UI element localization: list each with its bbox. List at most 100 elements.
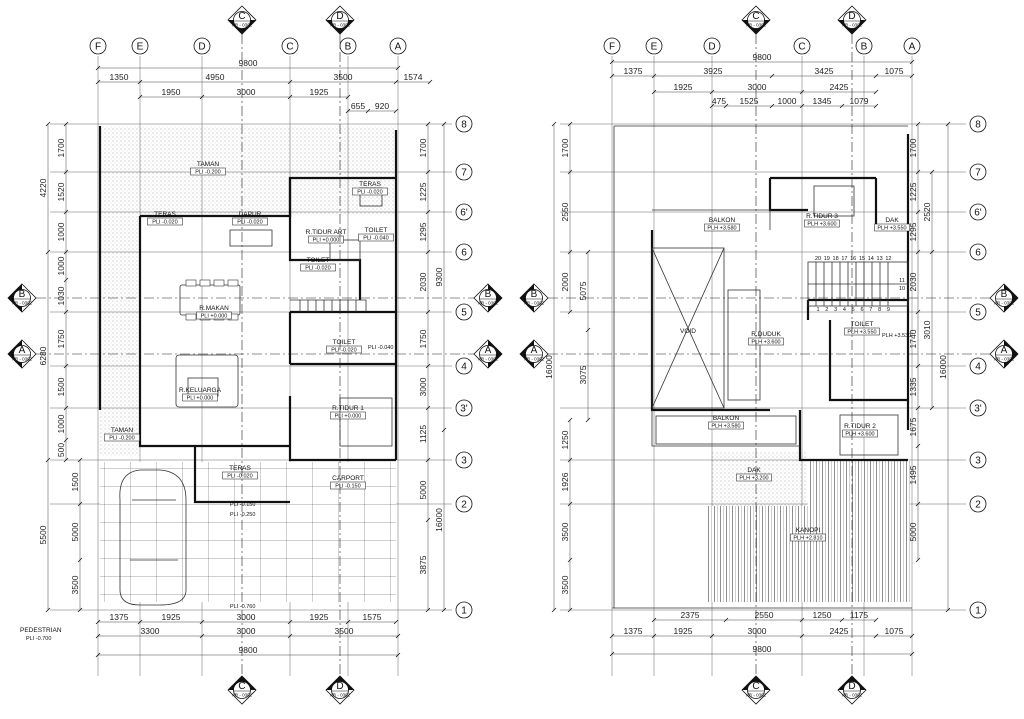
section-ref: AR - 0302 (842, 23, 863, 28)
room-level: PLI -0.200 (195, 170, 220, 176)
grid-bubble (969, 357, 987, 375)
dimension-tick (909, 633, 915, 639)
grid-label: E (137, 42, 144, 53)
section-ref: AR - 0302 (478, 301, 499, 306)
grid-bubble (455, 357, 473, 375)
dimension-tick (799, 103, 805, 109)
room-name: R.MAKAN (199, 305, 229, 312)
room-level: PLH +3.580 (707, 226, 736, 232)
dimension-tick (63, 457, 69, 463)
dimension-value: 1520 (56, 182, 66, 201)
dimension-tick (873, 633, 879, 639)
section-circle (331, 11, 349, 29)
room-name: TERAS (154, 211, 176, 218)
level-box (330, 481, 366, 490)
room-name: DAK (885, 217, 899, 224)
section-letter: D (848, 11, 855, 22)
dimension-tick (287, 633, 293, 639)
level-box (147, 217, 183, 226)
dimension-tick (77, 557, 83, 563)
room-level: PLI -0.020 (152, 220, 177, 226)
dimension-tick (395, 633, 401, 639)
dimension-tick (567, 557, 573, 563)
section-ref: AR - 0302 (994, 357, 1015, 362)
level-box (222, 471, 258, 480)
dimension-tick (915, 249, 921, 255)
grid-bubble (193, 37, 211, 55)
grid-label: 3' (460, 404, 468, 415)
section-circle (233, 681, 251, 699)
level-box (104, 433, 140, 442)
section-circle (525, 345, 543, 363)
dimension-tick (609, 73, 615, 79)
dimension-tick (63, 437, 69, 443)
grid-label: C (798, 42, 805, 53)
grid-bubble (969, 203, 987, 221)
dimension-value: 1125 (418, 425, 428, 444)
dimension-value: 1250 (560, 430, 570, 449)
dimension-value: 16000 (544, 355, 554, 379)
section-letter: A (485, 345, 492, 356)
dimension-tick (567, 457, 573, 463)
dimension-tick (945, 121, 951, 127)
dimension-value: 1750 (56, 329, 66, 348)
dimension-tick (567, 607, 573, 613)
section-ref: AR - 0302 (994, 301, 1015, 306)
dimension-value: 3925 (704, 66, 723, 76)
level-box (190, 167, 226, 176)
grid-label: 3' (974, 404, 982, 415)
dimension-tick (873, 89, 879, 95)
dimension-tick (651, 73, 657, 79)
grid-bubble (455, 399, 473, 417)
dimension-value: 3500 (70, 575, 80, 594)
section-circle (525, 289, 543, 307)
section-circle (747, 681, 765, 699)
stair-number: 1 (816, 307, 819, 313)
dimension-tick (395, 652, 401, 658)
dimension-tick (441, 427, 447, 433)
dimension-value: 1225 (908, 182, 918, 201)
dimension-tick (345, 619, 351, 625)
grid-label: E (651, 42, 658, 53)
dimension-value: 1925 (162, 612, 181, 622)
section-letter: D (336, 681, 343, 692)
dimension-value: 1030 (56, 286, 66, 305)
section-letter: B (485, 289, 492, 300)
dimension-tick (365, 108, 371, 114)
dimension-tick (799, 89, 805, 95)
stair-number: 20 (815, 256, 821, 262)
dimension-value: 4950 (206, 72, 225, 82)
stair-number: 2 (825, 307, 828, 313)
dimension-value: 1350 (110, 72, 129, 82)
dimension-value: 1675 (908, 417, 918, 436)
grid-label: 4 (461, 362, 467, 373)
dimension-value: 1375 (624, 626, 643, 636)
dimension-tick (425, 209, 431, 215)
dimension-tick (45, 457, 51, 463)
grid-bubble (455, 115, 473, 133)
dimension-value: 2550 (560, 202, 570, 221)
dimension-value: 9800 (753, 644, 772, 654)
dimension-tick (709, 89, 715, 95)
grid-label: D (708, 42, 715, 53)
dimension-value: 3000 (237, 626, 256, 636)
room-level: PLI -0.020 (357, 190, 382, 196)
grid-label: 6' (974, 208, 982, 219)
grid-bubble (969, 399, 987, 417)
room-level: PLH +3.550 (847, 330, 876, 336)
room-level: PLH +3.580 (711, 424, 740, 430)
room-name: KANOPI (796, 527, 821, 534)
level-box (358, 233, 394, 242)
dimension-value: 9800 (753, 52, 772, 62)
dimension-tick (393, 108, 399, 114)
grid-bubble (703, 37, 721, 55)
grid-bubble (603, 37, 621, 55)
level-tag: PLI -0.040 (368, 345, 393, 351)
grid-bubble (455, 243, 473, 261)
section-ref: AR - 0302 (842, 693, 863, 698)
dimension-tick (551, 607, 557, 613)
dimension-tick (567, 249, 573, 255)
dimension-value: 2000 (560, 272, 570, 291)
dimension-value: 1525 (740, 96, 759, 106)
